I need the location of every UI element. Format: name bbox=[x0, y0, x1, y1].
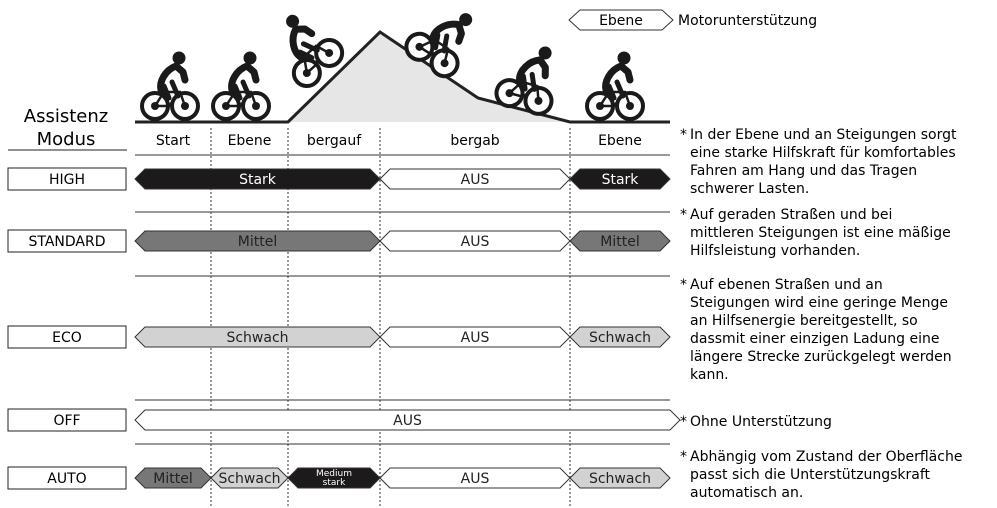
assist-bar-schwach bbox=[569, 326, 671, 348]
assist-bar-label: Mittel bbox=[600, 234, 639, 250]
cyclist-icon bbox=[494, 37, 566, 117]
mode-box-auto bbox=[7, 466, 127, 490]
segment-guides bbox=[210, 128, 571, 506]
assist-bar-label: Schwach bbox=[226, 330, 288, 346]
note-marker: * bbox=[680, 414, 687, 430]
cyclist-icon bbox=[142, 52, 198, 120]
mode-name-eco: ECO bbox=[52, 330, 82, 346]
note-marker: * bbox=[680, 449, 687, 465]
assist-bar-label: AUS bbox=[461, 471, 490, 487]
assist-bar-label: Stark bbox=[239, 172, 277, 188]
legend-terrain-tag-shape bbox=[568, 9, 674, 31]
assist-bar-mittel bbox=[569, 230, 671, 252]
segment-labels: Start Ebene bergauf bergab Ebene bbox=[156, 133, 642, 149]
terrain-scene bbox=[135, 0, 670, 124]
mode-row-standard: STANDARD Mittel AUS Mittel *Auf geraden Stra… bbox=[7, 207, 951, 259]
note-marker: * bbox=[680, 277, 687, 293]
assist-bar-label: Schwach bbox=[589, 330, 651, 346]
assist-bar-label: AUS bbox=[461, 234, 490, 250]
segment-label-bergab: bergab bbox=[450, 133, 499, 149]
header-assistenz: Assistenz bbox=[24, 106, 108, 127]
legend: Ebene Motorunterstützung bbox=[568, 9, 817, 31]
assist-bar-label: Mittel bbox=[153, 471, 192, 487]
segment-label-ebene2: Ebene bbox=[598, 133, 642, 149]
assist-bar-label: AUS bbox=[461, 330, 490, 346]
assist-bar-aus bbox=[134, 409, 681, 431]
cyclist-icon bbox=[213, 52, 269, 120]
mode-note-off: Ohne Unterstützung bbox=[690, 414, 832, 430]
mode-name-off: OFF bbox=[53, 413, 80, 429]
note-marker: * bbox=[680, 207, 687, 223]
segment-label-ebene1: Ebene bbox=[228, 133, 272, 149]
mode-box-off bbox=[7, 408, 127, 432]
note-marker: * bbox=[680, 127, 687, 143]
assist-bar-label: Mittel bbox=[238, 234, 277, 250]
mode-box-high bbox=[7, 167, 127, 191]
assist-bar-stark bbox=[569, 168, 671, 190]
mode-name-standard: STANDARD bbox=[28, 234, 105, 250]
assist-bar-label: Schwach bbox=[218, 471, 280, 487]
assist-bar-schwach bbox=[569, 467, 671, 489]
mode-row-off: OFF AUS *Ohne Unterstützung bbox=[7, 399, 832, 432]
mode-box-standard bbox=[7, 229, 127, 253]
mode-row-high: HIGH Stark AUS Stark *In der Ebene und an St… bbox=[7, 127, 957, 197]
assist-bar-label: AUS bbox=[461, 172, 490, 188]
mode-name-auto: AUTO bbox=[47, 471, 86, 487]
segment-label-bergauf: bergauf bbox=[307, 133, 362, 149]
assist-bar-label: Schwach bbox=[589, 471, 651, 487]
assist-bar-label: AUS bbox=[393, 413, 422, 429]
mode-row-eco: ECO Schwach AUS Schwach *Auf ebenen Straßen … bbox=[7, 275, 952, 383]
legend-terrain-tag: Ebene bbox=[599, 13, 643, 29]
assist-bar-label: Stark bbox=[602, 172, 640, 188]
mode-name-high: HIGH bbox=[49, 172, 85, 188]
terrain-line bbox=[135, 30, 670, 124]
mode-box-eco bbox=[7, 325, 127, 349]
segment-label-start: Start bbox=[156, 133, 191, 149]
legend-label: Motorunterstützung bbox=[678, 13, 817, 29]
header-modus: Modus bbox=[37, 129, 96, 150]
cyclist-icon bbox=[587, 52, 643, 120]
